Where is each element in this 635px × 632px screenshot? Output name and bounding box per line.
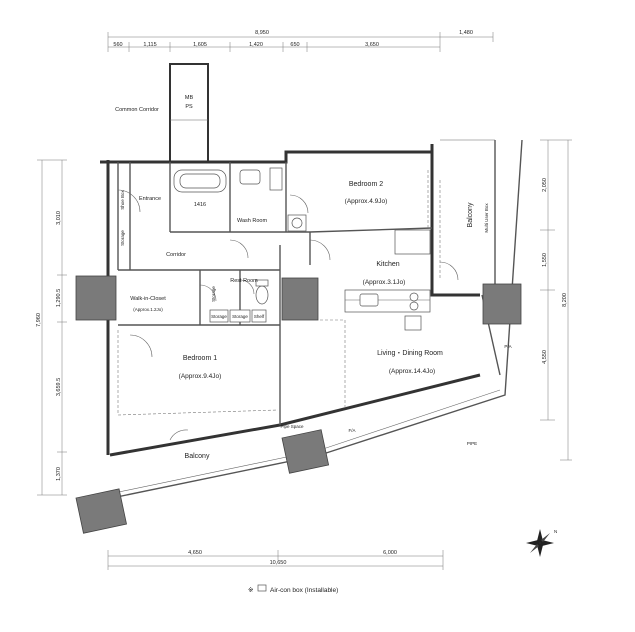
dim-top-total-right: 1,480 [459, 30, 473, 36]
label-shelf: Shelf [254, 314, 265, 319]
label-ps: PS [185, 104, 193, 110]
label-entrance: Entrance [139, 196, 161, 202]
compass-icon: N [526, 529, 557, 557]
dim-bottom-right: 6,000 [383, 550, 397, 556]
label-common-corridor: Common Corridor [115, 107, 159, 113]
dim-left-total: 7,960 [36, 313, 42, 327]
label-bedroom1-area: (Approx.9.4Jo) [179, 373, 222, 380]
label-living-dining-area: (Approx.14.4Jo) [389, 368, 435, 375]
dim-top-seg-4: 1,420 [249, 42, 263, 48]
label-bedroom1: Bedroom 1 [183, 355, 217, 362]
top-dimension-group: 8,950 1,480 560 1,115 1,605 1,420 650 3,… [107, 30, 494, 52]
sink-icon [359, 293, 379, 307]
label-pa-1: P/A [504, 344, 511, 349]
dim-left-1: 3,010 [56, 211, 62, 225]
label-wash-room: Wash Room [237, 218, 267, 224]
label-walk-in-closet: Walk-in-Closet [130, 296, 166, 302]
label-bedroom2-area: (Approx.4.9Jo) [345, 198, 388, 205]
bottom-dimension-group: 4,650 6,000 10,650 [107, 550, 444, 570]
label-rest-room: Rest Room [230, 278, 258, 284]
legend: ※ Air-con box (Installable) [248, 584, 338, 594]
dim-top-seg-6: 3,650 [365, 42, 379, 48]
aircon-box-1 [75, 275, 117, 321]
ceiling-dash-lines [117, 170, 441, 416]
label-pipe-space: Pipe Space [280, 424, 304, 429]
label-1416: 1416 [194, 202, 206, 208]
dim-left-3: 3,659.5 [56, 378, 62, 396]
toilet-icon [255, 285, 269, 305]
label-storage-mid: Storage [211, 286, 216, 302]
dim-right-1: 2,050 [542, 178, 548, 192]
left-dimension-group: 7,960 3,010 1,290.5 3,659.5 1,370 [36, 159, 67, 496]
bath-fixtures [173, 167, 307, 305]
dim-top-total-left: 8,950 [255, 30, 269, 36]
label-storage-a: Storage [211, 314, 227, 319]
dim-left-2: 1,290.5 [56, 289, 62, 307]
label-shoe-box: Shoe Box [120, 189, 125, 209]
dim-right-3: 4,550 [542, 350, 548, 364]
dim-top-seg-5: 650 [290, 42, 299, 48]
mb-ps-shaft: MB PS [169, 63, 209, 163]
aircon-legend-icon [257, 584, 267, 592]
label-corridor: Corridor [166, 252, 186, 258]
dim-top-seg-1: 560 [113, 42, 122, 48]
dim-right-total: 8,200 [562, 293, 568, 307]
interior-walls [117, 162, 433, 425]
right-dimension-group: 2,050 1,550 4,550 8,200 [540, 139, 572, 461]
aircon-box-2 [281, 277, 319, 321]
label-wic-area: (Approx.1.2Jo) [133, 307, 163, 312]
label-balcony-bottom: Balcony [185, 453, 210, 460]
aircon-box-4 [281, 429, 330, 474]
label-living-dining: Living・Dining Room [377, 350, 443, 357]
compass-north-label: N [554, 529, 557, 534]
label-kitchen-area: (Approx.3.1Jo) [363, 279, 406, 286]
dim-top-seg-2: 1,115 [143, 42, 156, 48]
label-kitchen: Kitchen [376, 261, 399, 268]
aircon-boxes [75, 275, 522, 534]
door-swings [117, 189, 459, 441]
label-storage-b: Storage [232, 314, 248, 319]
dim-bottom-left: 4,650 [188, 550, 202, 556]
aircon-box-3 [482, 283, 522, 325]
label-multi-user-box: Multi User Box [484, 203, 489, 233]
label-fa-1: F/A [348, 428, 355, 433]
legend-marker: ※ [248, 587, 254, 594]
dim-left-4: 1,370 [56, 467, 62, 481]
washbasin-icon [239, 169, 261, 185]
label-pipe: PIPE [467, 441, 477, 446]
dim-bottom-total: 10,650 [270, 560, 287, 566]
stove-icon [409, 292, 419, 302]
dim-top-seg-3: 1,605 [193, 42, 207, 48]
kitchen-fixtures [359, 229, 431, 331]
label-storage-left: Storage [120, 230, 125, 246]
label-mb: MB [185, 95, 194, 101]
label-balcony-right: Balcony [467, 202, 474, 227]
room-labels: Bedroom 2 (Approx.4.9Jo) Shoe Box Entran… [120, 181, 512, 460]
label-bedroom2: Bedroom 2 [349, 181, 383, 188]
aircon-box-5 [75, 488, 127, 534]
legend-text: Air-con box (Installable) [270, 587, 338, 594]
dim-right-2: 1,550 [542, 253, 548, 267]
